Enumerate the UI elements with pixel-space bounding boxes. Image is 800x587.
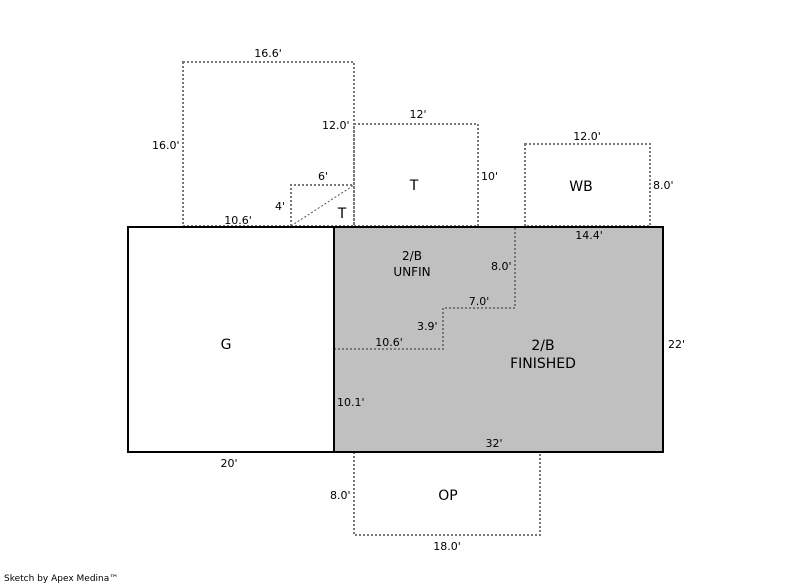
dim-top-right: 12.0' (322, 119, 350, 132)
finished-area (334, 227, 663, 452)
dim-wb-height: 8.0' (653, 179, 674, 192)
unfin-label-2: UNFIN (393, 265, 430, 279)
sketch-credit: Sketch by Apex Medina™ (4, 574, 119, 584)
t-large-label: T (409, 178, 419, 194)
dim-garage-bottom: 20' (220, 457, 237, 470)
dim-tri-height: 4' (275, 200, 285, 213)
dim-t-height: 10' (481, 170, 498, 183)
unfin-label-1: 2/B (402, 249, 422, 263)
dim-unfin-7: 7.0' (469, 295, 490, 308)
dim-unfin-106: 10.6' (375, 336, 403, 349)
dim-left-101: 10.1' (337, 396, 365, 409)
dim-main-top: 14.4' (575, 229, 603, 242)
garage-label: G (221, 337, 232, 353)
finished-label-1: 2/B (531, 338, 554, 354)
garage-area (129, 227, 334, 452)
dim-top-width: 16.6' (254, 47, 282, 60)
wb-label: WB (569, 179, 592, 195)
dim-wb-width: 12.0' (573, 130, 601, 143)
dim-top-base: 10.6' (224, 214, 252, 227)
dim-t-width: 12' (409, 108, 426, 121)
t-area-outline (353, 123, 479, 227)
triangle-diagonal (290, 184, 355, 227)
dim-op-width: 18.0' (433, 540, 461, 553)
unfin-boundary (335, 228, 516, 350)
triangle-area-outline (290, 184, 354, 226)
dim-main-bottom: 32' (485, 437, 502, 450)
main-outline (127, 226, 664, 453)
dim-op-height: 8.0' (330, 489, 351, 502)
finished-label-2: FINISHED (510, 356, 576, 372)
t-small-label: T (337, 206, 347, 222)
dim-tri-width: 6' (318, 170, 328, 183)
dim-main-right: 22' (668, 338, 685, 351)
dim-unfin-8: 8.0' (491, 260, 512, 273)
dim-unfin-39: 3.9' (417, 320, 438, 333)
op-label: OP (438, 488, 457, 504)
dim-top-height: 16.0' (152, 139, 180, 152)
